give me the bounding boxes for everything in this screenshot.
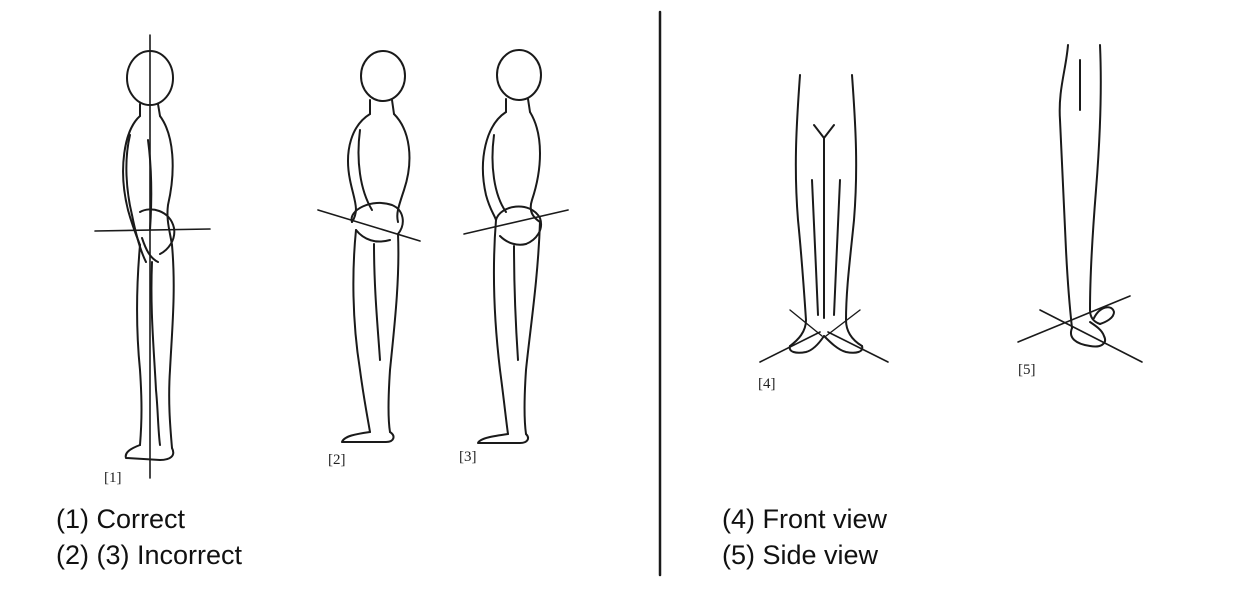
caption-side-view: (5) Side view — [722, 538, 878, 572]
figure-label-3: [3] — [459, 449, 477, 466]
figure-label-4: [4] — [758, 376, 776, 393]
figure-label-1: [1] — [104, 470, 122, 487]
figure-3-incorrect-posture — [464, 50, 568, 443]
figure-1-correct-posture — [95, 35, 210, 478]
figure-label-5: [5] — [1018, 362, 1036, 379]
caption-correct: (1) Correct — [56, 502, 185, 536]
caption-front-view: (4) Front view — [722, 502, 887, 536]
figure-2-incorrect-posture — [318, 51, 420, 442]
caption-incorrect: (2) (3) Incorrect — [56, 538, 242, 572]
figure-4-front-view-legs — [760, 75, 888, 362]
figure-label-2: [2] — [328, 452, 346, 469]
figure-5-side-view-legs — [1018, 45, 1142, 362]
